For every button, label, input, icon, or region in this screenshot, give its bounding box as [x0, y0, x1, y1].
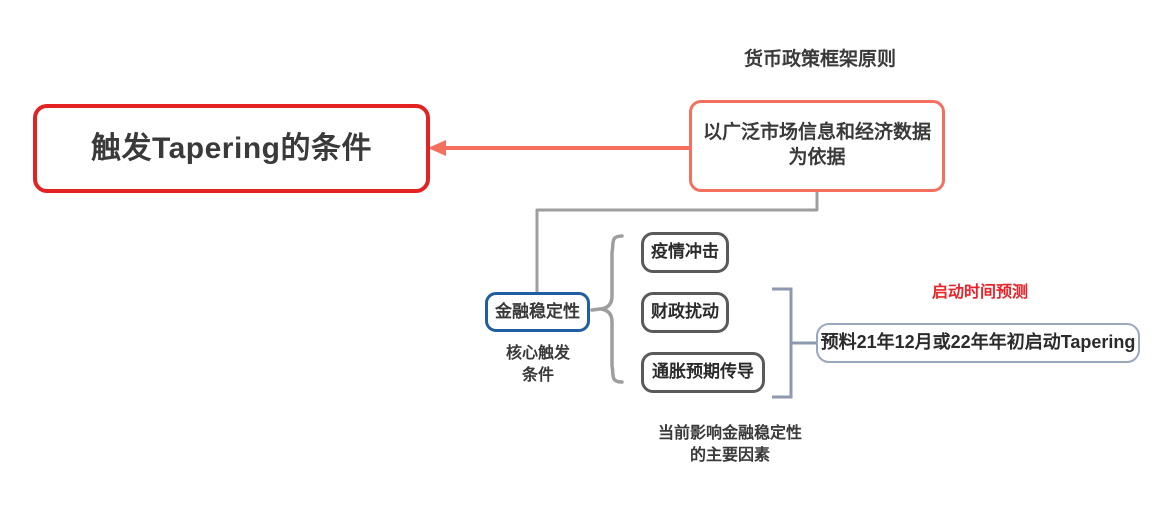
brace-stability-to-factors	[590, 234, 624, 384]
financial-stability-node[interactable]: 金融稳定性	[485, 292, 590, 332]
factor-node-fiscal-disturbance[interactable]: 财政扰动	[641, 292, 729, 333]
main-factors-caption-line-2: 的主要因素	[689, 446, 770, 464]
factor-node-epidemic-impact[interactable]: 疫情冲击	[641, 232, 729, 273]
policy-framework-node[interactable]: 以广泛市场信息和经济数据为依据	[689, 100, 945, 192]
core-trigger-condition-caption: 核心触发 条件	[483, 343, 593, 386]
root-node-trigger-conditions[interactable]: 触发Tapering的条件	[33, 104, 430, 193]
connector-policy-to-root	[428, 140, 689, 156]
forecast-node-tapering-timing[interactable]: 预料21年12月或22年年初启动Tapering	[816, 323, 1140, 363]
forecast-section-label: 启动时间预测	[931, 284, 1028, 301]
bracket-factors-to-forecast	[772, 287, 816, 399]
policy-framework-section-label: 货币政策框架原则	[743, 49, 896, 70]
factor-node-inflation-expectation-transmission[interactable]: 通胀预期传导	[641, 352, 765, 393]
core-trigger-caption-line-2: 条件	[521, 366, 554, 384]
core-trigger-caption-line-1: 核心触发	[505, 345, 570, 362]
main-factors-caption: 当前影响金融稳定性 的主要因素	[570, 423, 890, 466]
main-factors-caption-line-1: 当前影响金融稳定性	[657, 425, 802, 442]
